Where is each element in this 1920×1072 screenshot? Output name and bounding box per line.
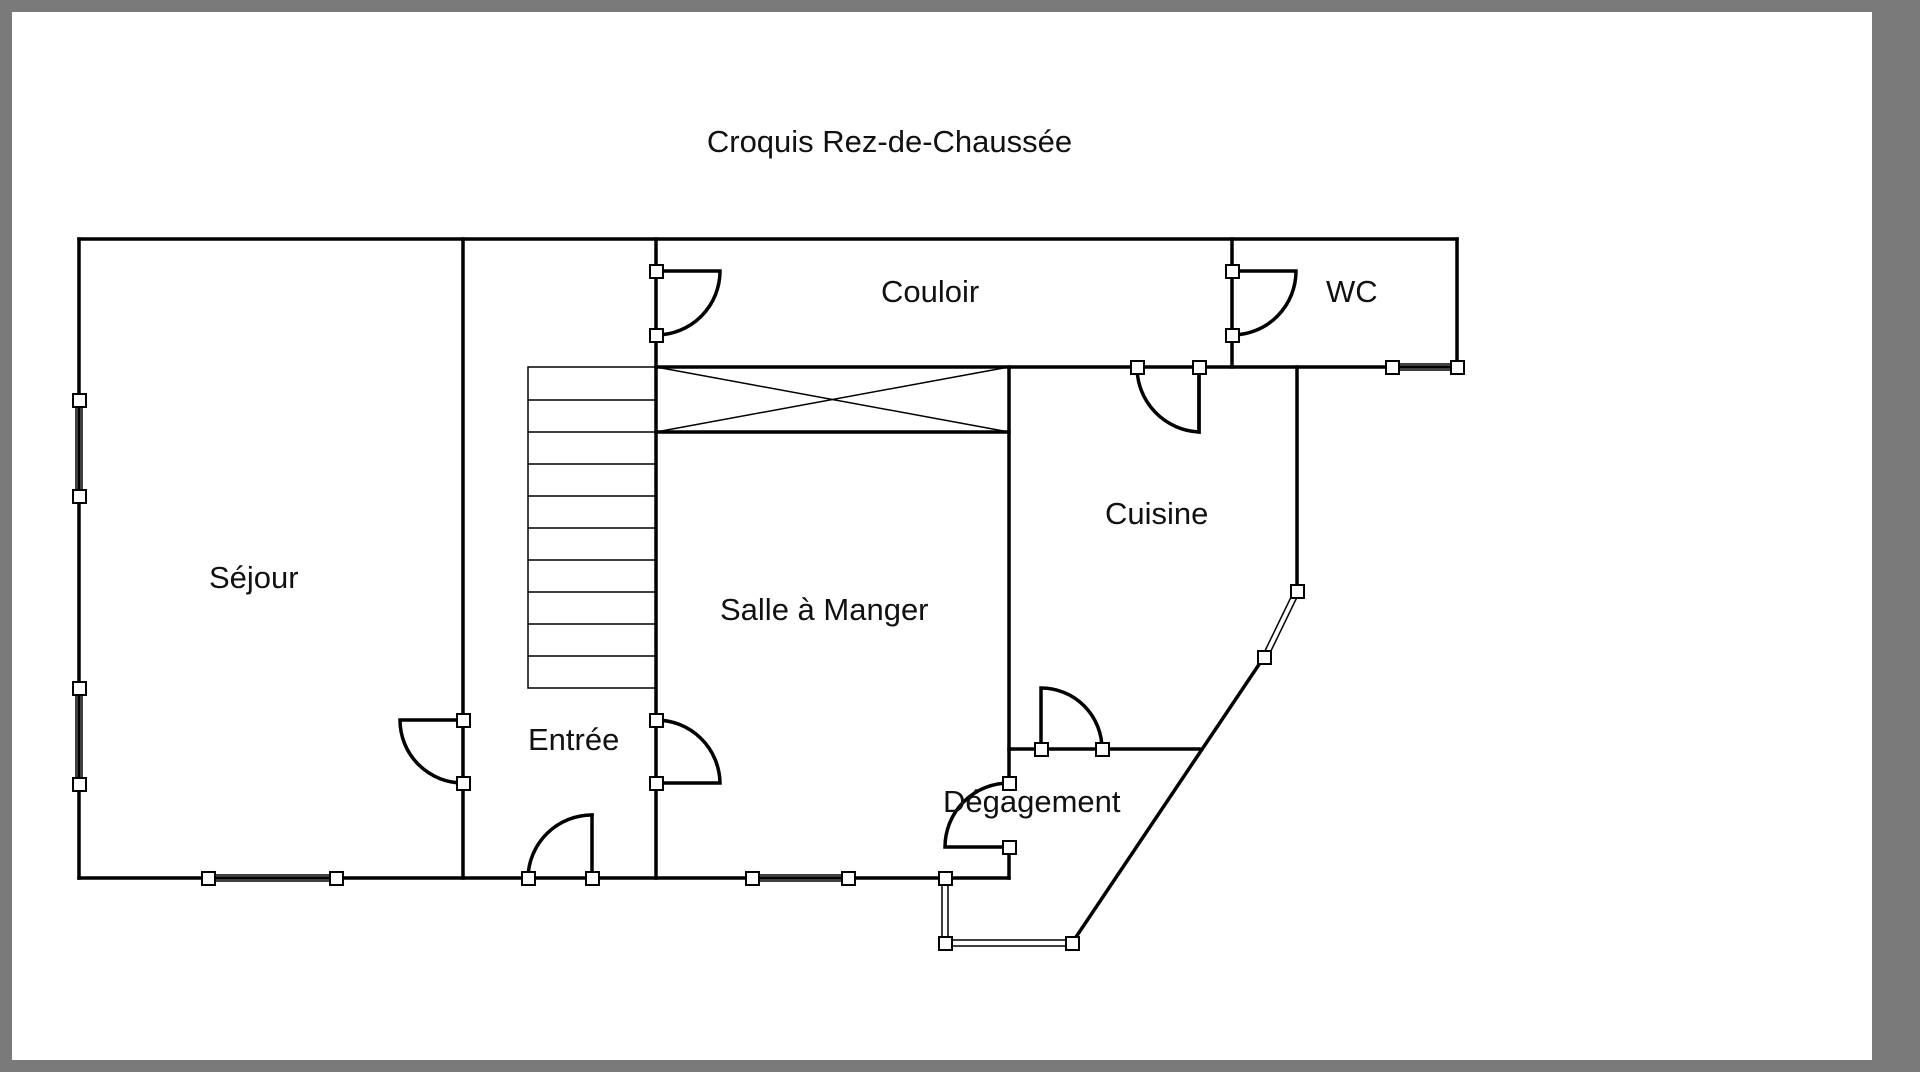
doors	[398, 269, 1298, 880]
drawing-canvas: Croquis Rez-de-Chaussée Séjour Entrée Sa…	[12, 12, 1872, 1060]
room-label-salle-a-manger: Salle à Manger	[720, 592, 929, 627]
room-label-entree: Entrée	[528, 722, 620, 757]
room-label-degagement: Dégagement	[943, 784, 1121, 819]
plan-title: Croquis Rez-de-Chaussée	[706, 124, 1073, 159]
floor-plan	[72, 237, 1465, 951]
room-label-couloir: Couloir	[881, 274, 980, 309]
staircase	[527, 366, 657, 689]
stair-void	[655, 366, 1010, 433]
hinge-markers	[72, 264, 1465, 951]
windows	[75, 363, 1457, 947]
room-label-wc: WC	[1326, 274, 1378, 309]
room-label-sejour: Séjour	[209, 560, 299, 595]
room-label-cuisine: Cuisine	[1105, 496, 1209, 531]
